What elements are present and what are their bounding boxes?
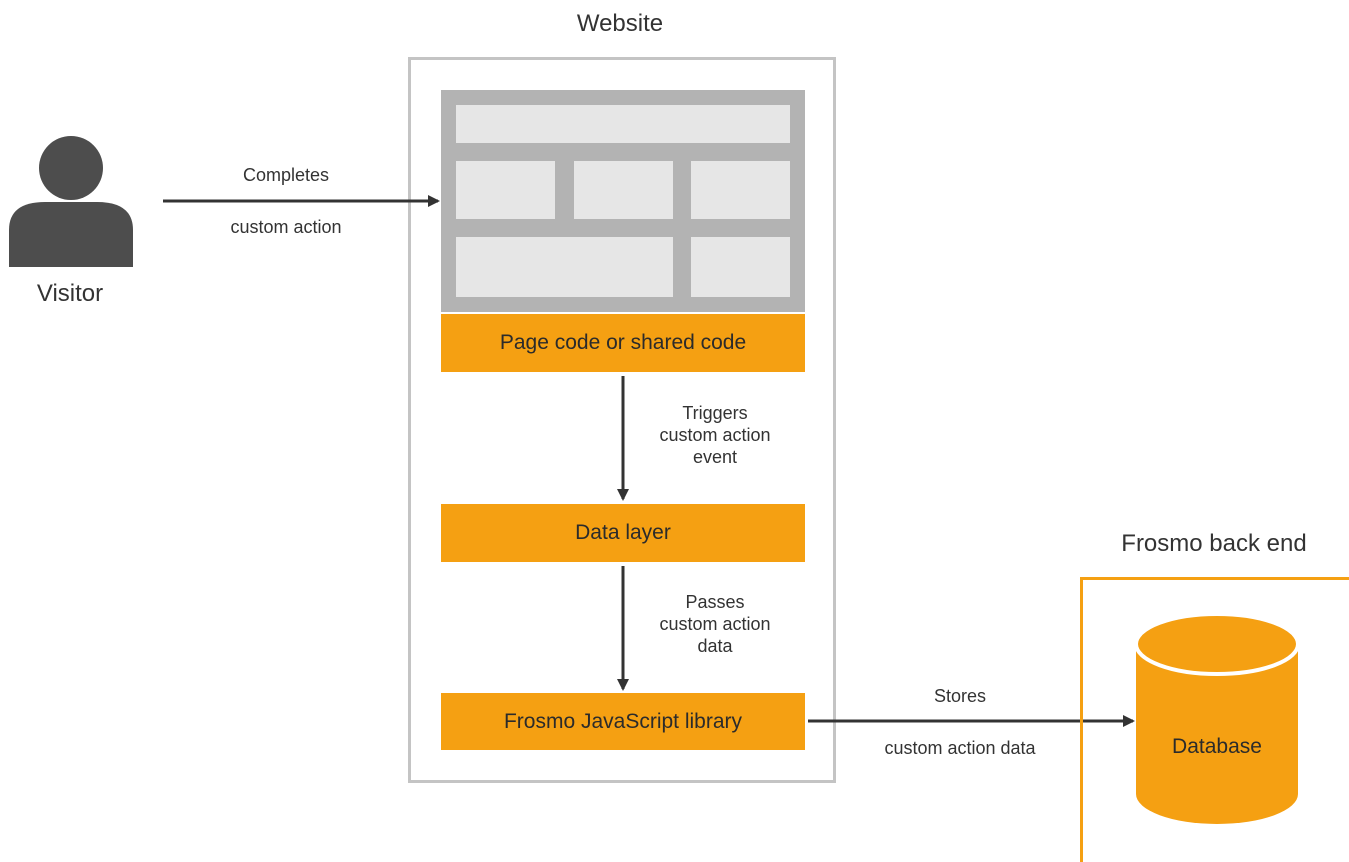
wireframe-block [456, 237, 673, 297]
website-title: Website [576, 10, 664, 37]
wireframe-block [574, 161, 673, 219]
passes-label: Passes custom action data [640, 591, 790, 657]
stores-data-label: custom action data [884, 738, 1036, 758]
backend-title: Frosmo back end [1121, 530, 1307, 557]
wireframe-block [456, 161, 555, 219]
page-wireframe [441, 90, 805, 312]
triggers-line: custom action [659, 425, 771, 445]
completes-label: Completes [242, 165, 330, 185]
database-label: Database [1172, 735, 1262, 758]
passes-line: custom action [659, 614, 771, 634]
visitor-icon [9, 136, 133, 267]
triggers-line: Triggers [682, 403, 748, 423]
database-icon [1134, 612, 1300, 824]
wireframe-block [691, 161, 790, 219]
visitor-label: Visitor [36, 280, 104, 307]
stores-label: Stores [933, 686, 987, 706]
page-code-label: Page code or shared code [499, 331, 747, 354]
data-layer-label: Data layer [575, 521, 671, 544]
wireframe-block [691, 237, 790, 297]
js-library-box: Frosmo JavaScript library [441, 693, 805, 750]
data-layer-box: Data layer [441, 504, 805, 562]
passes-line: Passes [685, 592, 745, 612]
triggers-label: Triggers custom action event [640, 402, 790, 468]
page-code-box: Page code or shared code [441, 314, 805, 372]
website-container [408, 57, 836, 783]
triggers-line: event [692, 447, 738, 467]
wireframe-header-block [456, 105, 790, 143]
passes-line: data [697, 636, 733, 656]
custom-action-label: custom action [230, 217, 342, 237]
backend-container [1080, 577, 1349, 862]
js-library-label: Frosmo JavaScript library [503, 709, 743, 733]
